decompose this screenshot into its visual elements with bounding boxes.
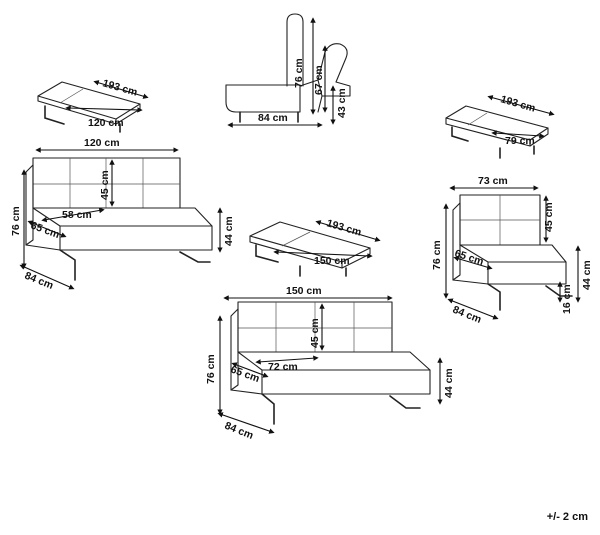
label-side-seat: 43 cm xyxy=(336,88,348,118)
label-sofa1-width: 120 cm xyxy=(84,137,120,149)
sofabed-large-flat: 193 cm 150 cm xyxy=(249,217,381,277)
armchair: 73 cm 45 cm 65 cm 76 cm 84 cm 16 cm 44 c… xyxy=(431,175,593,326)
sofa-large: 150 cm 45 cm 72 cm 65 cm 76 cm 84 cm 44 … xyxy=(205,285,455,442)
label-bed1-length: 193 cm xyxy=(101,77,139,98)
label-bed2-width: 79 cm xyxy=(505,135,535,147)
label-chair-armdepth: 65 cm xyxy=(453,247,485,268)
label-sofa2-back: 45 cm xyxy=(309,318,321,348)
sofabed-small-flat: 193 cm 120 cm xyxy=(37,77,149,133)
label-side-recline: 67 cm xyxy=(313,65,325,95)
label-chair-back: 45 cm xyxy=(543,202,555,232)
label-bed2-length: 193 cm xyxy=(499,93,537,114)
label-chair-height: 76 cm xyxy=(431,240,443,270)
label-bed3-width: 150 cm xyxy=(314,255,350,267)
label-sofa2-seatheight: 44 cm xyxy=(443,368,455,398)
label-sofa2-width: 150 cm xyxy=(286,285,322,297)
label-side-height: 76 cm xyxy=(293,58,305,88)
label-sofa1-height: 76 cm xyxy=(10,206,22,236)
sofabed-chair-flat: 193 cm 79 cm xyxy=(445,93,555,159)
label-sofa1-back: 45 cm xyxy=(99,170,111,200)
sofa-small: 120 cm 45 cm 58 cm 65 cm 76 cm 84 cm 44 … xyxy=(10,137,235,292)
sofa-side-profile: 76 cm 67 cm 43 cm 84 cm xyxy=(225,13,351,128)
label-sofa2-depth: 84 cm xyxy=(223,420,255,442)
label-chair-seatheight: 44 cm xyxy=(581,260,593,290)
label-chair-width: 73 cm xyxy=(478,175,508,187)
label-sofa1-seatdepth: 58 cm xyxy=(62,209,92,221)
tolerance-note: +/- 2 cm xyxy=(546,511,588,523)
label-sofa1-armdepth: 65 cm xyxy=(29,220,61,241)
label-sofa2-height: 76 cm xyxy=(205,354,217,384)
label-bed1-width: 120 cm xyxy=(88,117,124,129)
label-bed3-length: 193 cm xyxy=(325,217,363,238)
label-sofa1-seatheight: 44 cm xyxy=(223,216,235,246)
label-side-depth: 84 cm xyxy=(258,112,288,124)
label-sofa2-armdepth: 65 cm xyxy=(229,364,261,385)
label-chair-leg: 16 cm xyxy=(561,284,573,314)
label-sofa2-seatdepth: 72 cm xyxy=(268,361,298,373)
